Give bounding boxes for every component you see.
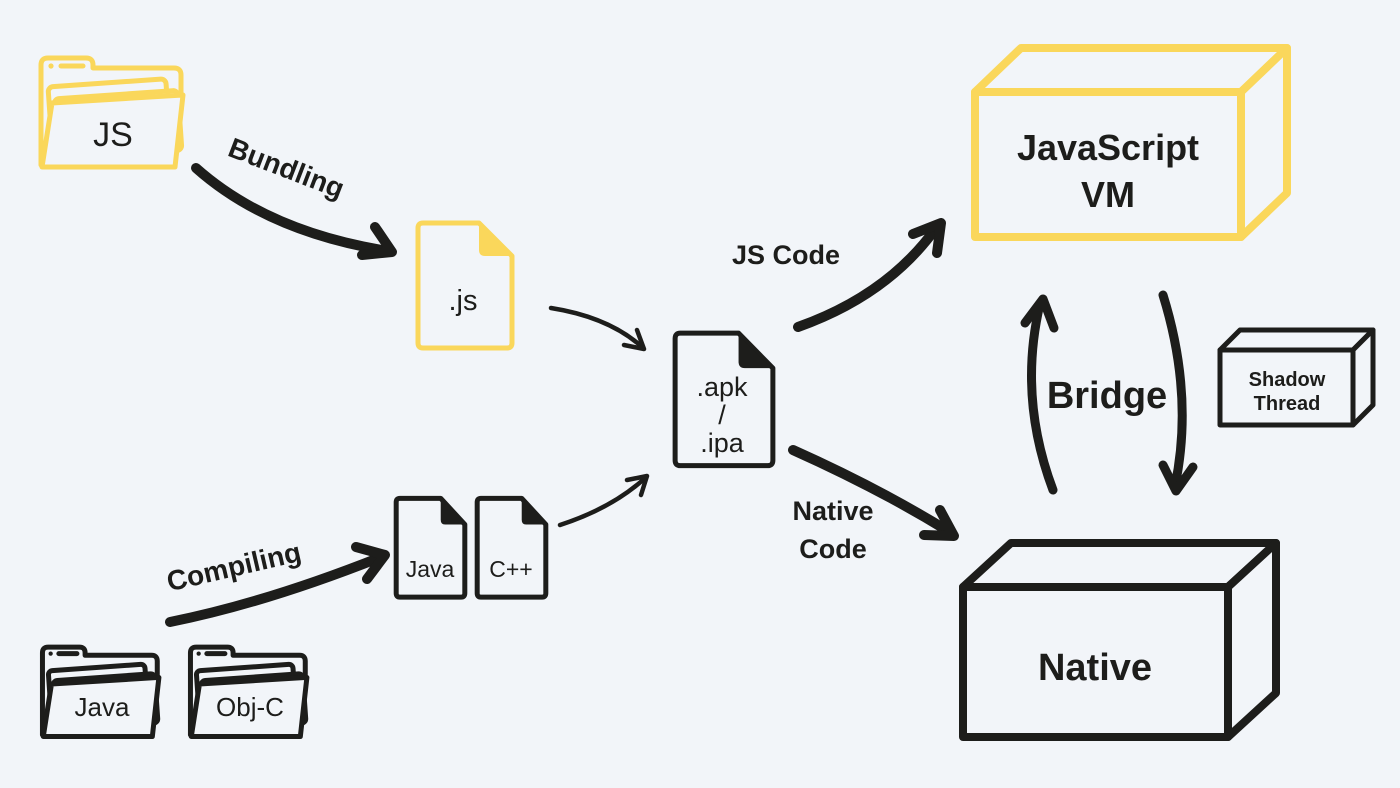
js-code-arrow bbox=[793, 223, 941, 332]
cpp-file: C++ bbox=[475, 496, 548, 600]
javascript-vm-box: JavaScript VM bbox=[971, 44, 1291, 241]
javascript-vm-line1: JavaScript bbox=[1017, 127, 1199, 168]
js-code-label: JS Code bbox=[732, 240, 840, 270]
native-code-arrow bbox=[788, 445, 953, 536]
compiling-arrowhead-icon bbox=[351, 542, 390, 584]
native-code-line2: Code bbox=[799, 534, 867, 564]
cube-front-face bbox=[971, 88, 1245, 241]
compiling-arrow bbox=[165, 552, 386, 627]
arrowhead-icon bbox=[624, 473, 650, 498]
cube-top-face bbox=[1217, 327, 1376, 353]
bundling-label: Bundling bbox=[224, 132, 348, 204]
cube-front-face bbox=[1217, 347, 1356, 428]
bridge: Bridge bbox=[1020, 290, 1198, 496]
js-code-arrowhead-icon bbox=[908, 218, 946, 258]
compiling-edge: Compiling bbox=[164, 536, 390, 627]
java-file: Java bbox=[394, 496, 467, 600]
cube-top-face bbox=[959, 539, 1280, 591]
js-file-label: .js bbox=[449, 285, 478, 317]
java-file-label: Java bbox=[406, 556, 455, 582]
java-folder-label: Java bbox=[75, 692, 130, 722]
arrowhead-icon bbox=[621, 327, 647, 352]
bridge-down-arrowhead-icon bbox=[1158, 460, 1198, 496]
java-folder: Java bbox=[42, 647, 158, 736]
objc-folder: Obj-C bbox=[190, 647, 306, 736]
shadow-thread-box: Shadow Thread bbox=[1217, 327, 1376, 428]
bridge-down-arrow bbox=[1158, 290, 1187, 491]
js-folder-label: JS bbox=[93, 116, 133, 154]
cube-side-face bbox=[1350, 327, 1376, 428]
file-icon bbox=[475, 496, 548, 600]
native-box: Native bbox=[959, 539, 1280, 741]
bridge-up-arrow bbox=[1027, 299, 1058, 495]
native-box-label: Native bbox=[1038, 647, 1152, 689]
cube-top-face bbox=[971, 44, 1291, 96]
native-code-arrowhead-icon bbox=[919, 505, 959, 541]
objc-folder-label: Obj-C bbox=[216, 692, 284, 722]
cube-front-face bbox=[959, 583, 1232, 741]
bridge-label: Bridge bbox=[1047, 375, 1167, 417]
native-code-line1: Native bbox=[792, 496, 873, 526]
js-folder: JS bbox=[41, 58, 183, 167]
native-code-edge: Native Code bbox=[788, 445, 959, 564]
js-to-bundle-arrow bbox=[548, 305, 647, 352]
js-code-edge: JS Code bbox=[732, 218, 946, 332]
bundling-arrowhead-icon bbox=[357, 222, 397, 260]
shadow-thread-line2: Thread bbox=[1254, 393, 1321, 415]
bundle-file-line3: .ipa bbox=[700, 428, 745, 458]
js-file: .js bbox=[418, 223, 512, 348]
bundling-arrow bbox=[191, 163, 393, 256]
bundling-edge: Bundling bbox=[191, 132, 397, 260]
bundle-file: .apk / .ipa bbox=[675, 333, 773, 466]
javascript-vm-line2: VM bbox=[1081, 174, 1135, 215]
bundle-file-line2: / bbox=[718, 400, 726, 430]
bundle-file-line1: .apk bbox=[696, 372, 748, 402]
shadow-thread-line1: Shadow bbox=[1249, 369, 1326, 391]
native-to-bundle-arrow bbox=[557, 473, 650, 528]
bridge-up-arrowhead-icon bbox=[1020, 294, 1059, 333]
cpp-file-label: C++ bbox=[489, 556, 532, 582]
file-icon bbox=[394, 496, 467, 600]
